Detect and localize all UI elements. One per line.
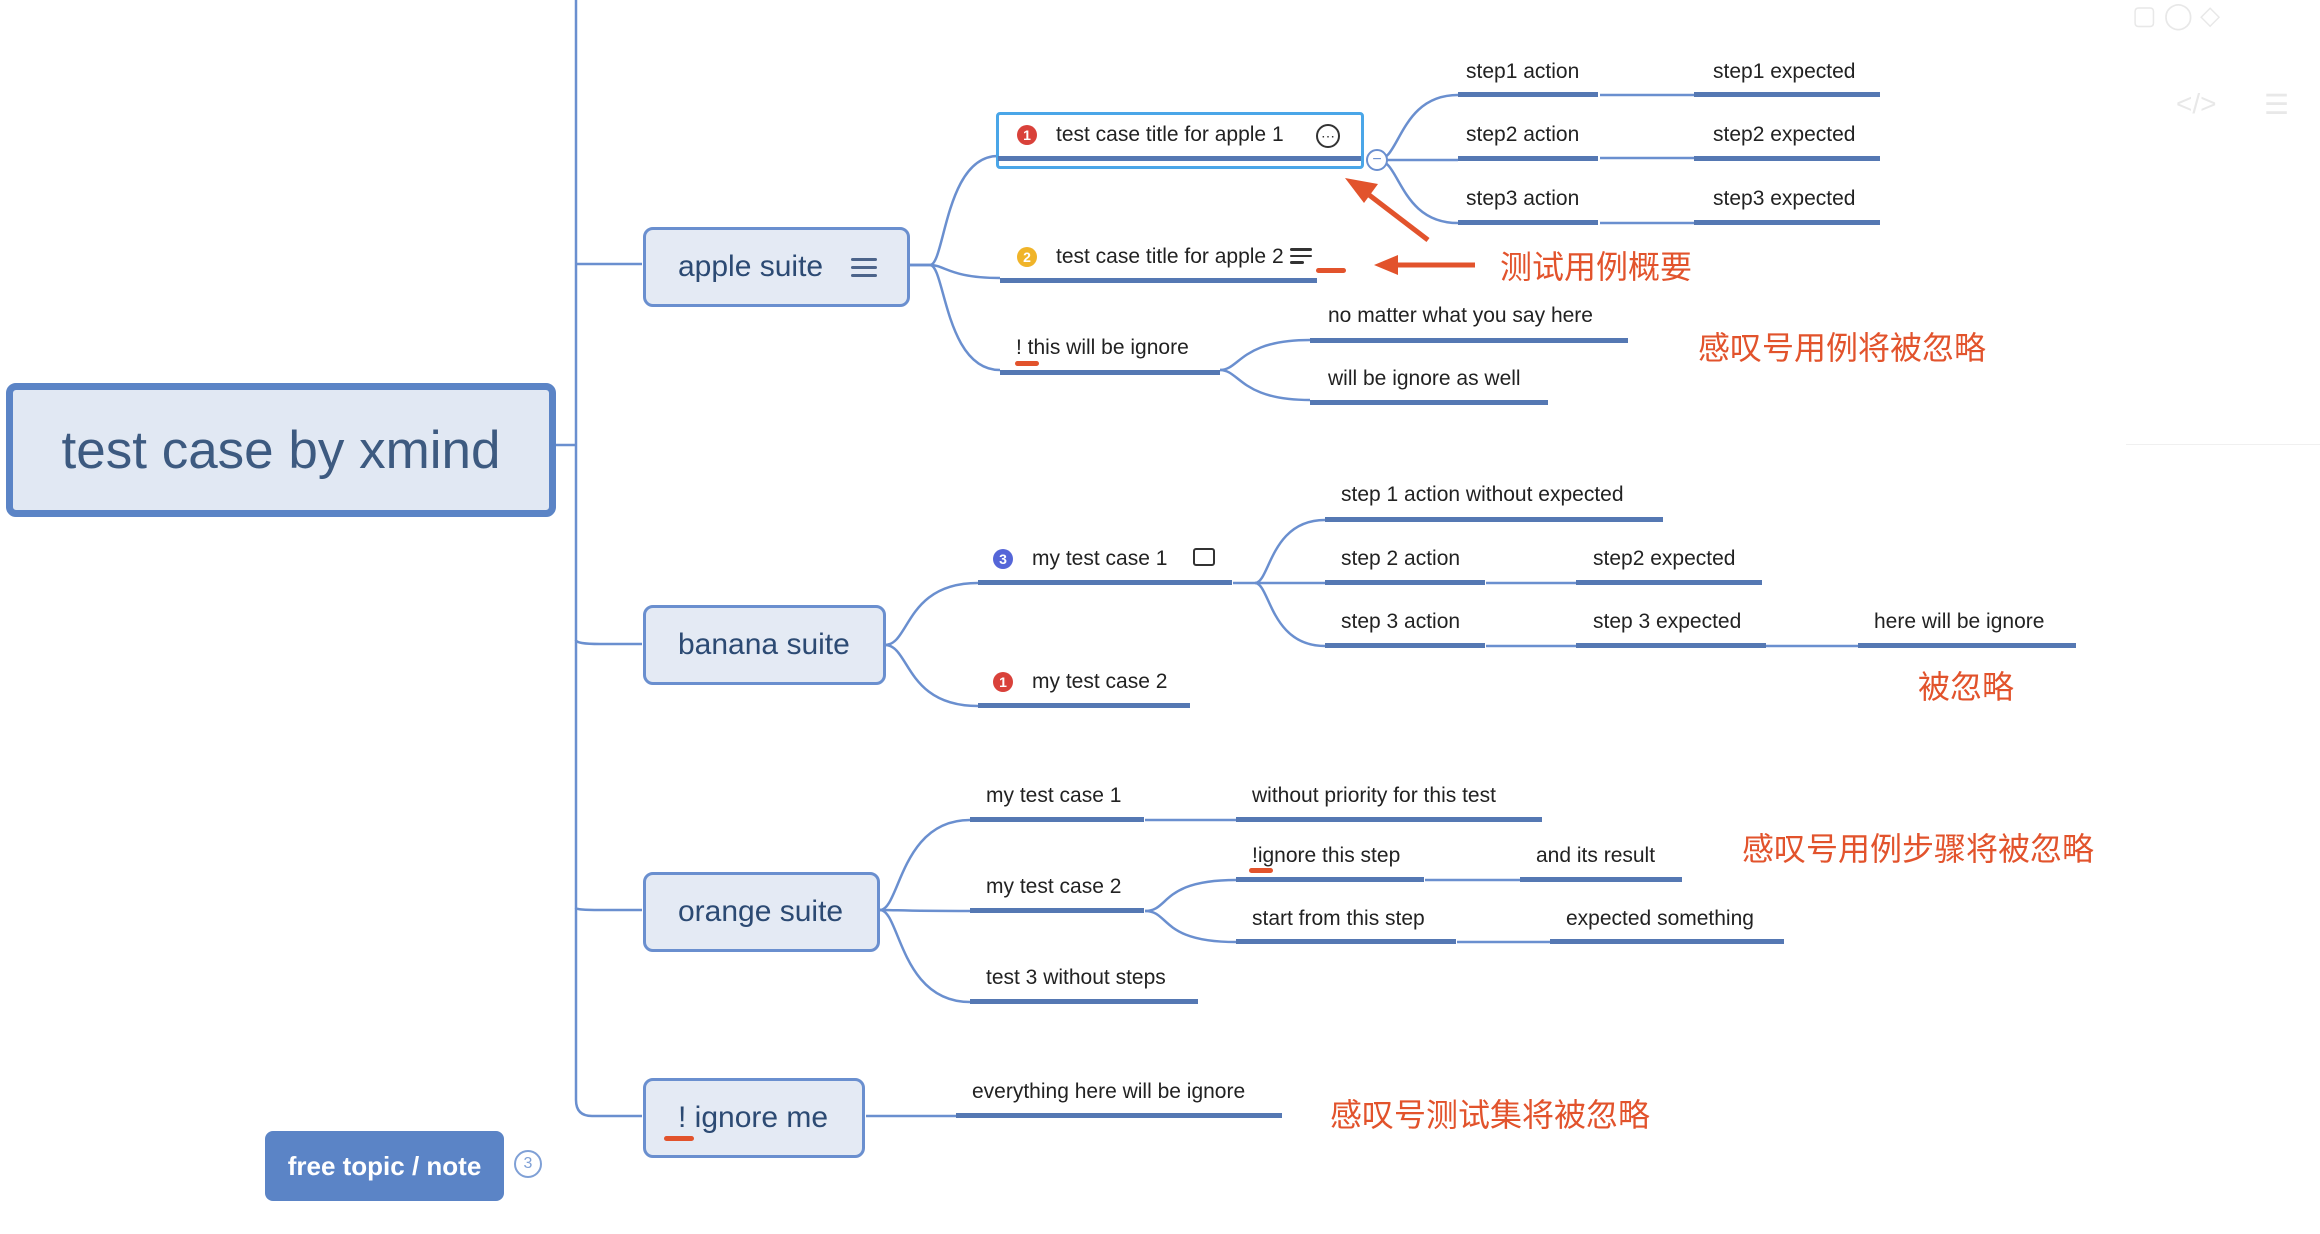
orange-case3-title[interactable]: test 3 without steps: [986, 966, 1166, 989]
underline: [1325, 643, 1485, 648]
priority-2-icon: 2: [1017, 247, 1037, 267]
apple-step2-expected[interactable]: step2 expected: [1713, 123, 1856, 146]
orange-step2-action[interactable]: start from this step: [1252, 907, 1425, 930]
apple-step3-expected[interactable]: step3 expected: [1713, 187, 1856, 210]
underline: [1325, 517, 1663, 522]
root-topic[interactable]: test case by xmind: [6, 383, 556, 517]
annotation-ignore-suite: 感叹号测试集将被忽略: [1330, 1096, 1651, 1134]
ignore-marker: [1015, 361, 1039, 366]
underline: [1310, 338, 1628, 343]
underline: [1458, 220, 1598, 225]
suite-ignore-label: ! ignore me: [678, 1101, 829, 1134]
underline: [1236, 877, 1424, 882]
banana-step3-action[interactable]: step 3 action: [1341, 610, 1461, 633]
underline: [978, 703, 1190, 708]
ghost-toolbar-icons: ▢ ◯ ◇: [2132, 0, 2221, 30]
orange-case2-title[interactable]: my test case 2: [986, 875, 1122, 898]
suite-apple[interactable]: apple suite: [643, 227, 910, 307]
underline: [1694, 92, 1880, 97]
underline: [1236, 817, 1542, 822]
banana-step3-expected[interactable]: step 3 expected: [1593, 610, 1742, 633]
underline: [1310, 400, 1548, 405]
notes-icon[interactable]: [851, 253, 878, 282]
banana-step2-expected[interactable]: step2 expected: [1593, 547, 1736, 570]
priority-value: 2: [1023, 249, 1031, 265]
code-icon: </>: [2176, 88, 2217, 119]
annotation-ignored: 被忽略: [1918, 668, 2015, 706]
annotation-ignore-case: 感叹号用例将被忽略: [1698, 329, 1987, 367]
apple-case3-underline: [1000, 370, 1220, 375]
orange-step2-expected[interactable]: expected something: [1566, 907, 1754, 930]
free-topic-button[interactable]: free topic / note: [265, 1131, 504, 1201]
underline: [1458, 156, 1598, 161]
collapse-icon[interactable]: −: [1366, 149, 1388, 171]
apple-step2-action[interactable]: step2 action: [1466, 123, 1580, 146]
apple-step3-action[interactable]: step3 action: [1466, 187, 1580, 210]
apple-step1-expected[interactable]: step1 expected: [1713, 60, 1856, 83]
apple-ignored-child-1[interactable]: no matter what you say here: [1328, 304, 1593, 327]
banana-case2-title[interactable]: my test case 2: [1032, 670, 1168, 693]
underline: [970, 817, 1144, 822]
suite-ignore[interactable]: ! ignore me: [643, 1078, 865, 1158]
ignore-marker: [1249, 868, 1273, 873]
priority-1-icon: 1: [1017, 125, 1037, 145]
underline: [1694, 156, 1880, 161]
underline: [1858, 643, 2076, 648]
orange-case1-note[interactable]: without priority for this test: [1252, 784, 1496, 807]
apple-case1-title[interactable]: test case title for apple 1: [1056, 123, 1284, 146]
ignore-marker: [664, 1136, 694, 1141]
underline: [1520, 877, 1682, 882]
banana-case1-title[interactable]: my test case 1: [1032, 547, 1168, 570]
underline: [1576, 580, 1762, 585]
summary-marker: [1316, 268, 1346, 273]
notes-icon[interactable]: [1290, 244, 1312, 268]
count-value: 3: [523, 1155, 533, 1172]
orange-step1-expected[interactable]: and its result: [1536, 844, 1656, 867]
suite-apple-label: apple suite: [678, 250, 824, 283]
underline: [1458, 92, 1598, 97]
apple-ignored-child-2[interactable]: will be ignore as well: [1328, 367, 1521, 390]
root-title: test case by xmind: [61, 420, 501, 480]
priority-value: 3: [999, 551, 1007, 567]
comment-icon[interactable]: [1193, 548, 1215, 566]
free-topic-label: free topic / note: [287, 1150, 482, 1181]
priority-1-icon: 1: [993, 672, 1013, 692]
suite-banana-label: banana suite: [678, 628, 850, 661]
collapsed-count-badge[interactable]: 3: [514, 1150, 542, 1178]
orange-step1-action[interactable]: !ignore this step: [1252, 844, 1401, 867]
underline: [1694, 220, 1880, 225]
more-icon[interactable]: ⋯: [1316, 124, 1340, 148]
banana-step3-extra[interactable]: here will be ignore: [1874, 610, 2045, 633]
orange-case1-title[interactable]: my test case 1: [986, 784, 1122, 807]
selected-topic-frame: [996, 112, 1364, 169]
apple-step1-action[interactable]: step1 action: [1466, 60, 1580, 83]
underline: [1576, 643, 1766, 648]
priority-value: 1: [999, 674, 1007, 690]
underline: [1236, 939, 1456, 944]
suite-banana[interactable]: banana suite: [643, 605, 886, 685]
divider: [2126, 444, 2320, 445]
banana-step1-action[interactable]: step 1 action without expected: [1341, 483, 1624, 506]
ignore-suite-child[interactable]: everything here will be ignore: [972, 1080, 1246, 1103]
apple-case2-title[interactable]: test case title for apple 2: [1056, 245, 1284, 268]
suite-orange-label: orange suite: [678, 895, 844, 928]
annotation-ignore-step: 感叹号用例步骤将被忽略: [1742, 830, 2095, 868]
priority-value: 1: [1023, 127, 1031, 143]
underline: [978, 580, 1232, 585]
banana-step2-action[interactable]: step 2 action: [1341, 547, 1461, 570]
apple-case1-underline: [998, 156, 1361, 161]
underline: [1550, 939, 1784, 944]
annotation-summary: 测试用例概要: [1500, 248, 1693, 286]
priority-3-icon: 3: [993, 549, 1013, 569]
apple-case3-title[interactable]: ! this will be ignore: [1016, 336, 1189, 359]
underline: [1325, 580, 1485, 585]
suite-orange[interactable]: orange suite: [643, 872, 880, 952]
underline: [970, 999, 1198, 1004]
underline: [956, 1113, 1282, 1118]
underline: [970, 908, 1144, 913]
list-icon: ☰: [2264, 89, 2290, 120]
apple-case2-underline: [1000, 278, 1317, 283]
